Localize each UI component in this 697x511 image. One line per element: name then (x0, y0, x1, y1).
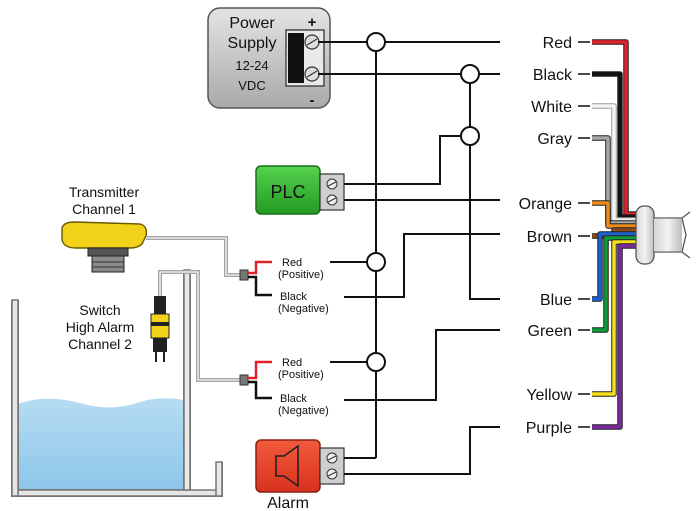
switch-line2: High Alarm (66, 319, 134, 335)
channel2-labels: Red (Positive) Black (Negative) (278, 357, 329, 417)
plus-terminal-label: + (308, 14, 317, 31)
wire-black (592, 72, 640, 219)
alarm-label: Alarm (267, 495, 309, 511)
channel1-leads (248, 260, 272, 297)
wire-purple (592, 244, 640, 429)
ch2-negative-label: (Negative) (278, 405, 329, 417)
cable-gland (635, 205, 691, 265)
plc: PLC (255, 165, 345, 215)
sensor-cables-inner (146, 237, 242, 381)
power-supply-line1: Power (229, 15, 275, 32)
ch2-positive-label: (Positive) (278, 369, 324, 381)
ch1-red-label: Red (282, 257, 302, 269)
power-supply-line2: Supply (228, 35, 277, 52)
ch1-negative-label: (Negative) (278, 303, 329, 315)
junction-icon (460, 64, 480, 84)
junction-icon (460, 126, 480, 146)
switch-line1: Switch (79, 302, 120, 318)
level-switch: Switch High Alarm Channel 2 (66, 296, 170, 362)
wire-label-yellow: Yellow (526, 387, 572, 404)
wire-blue (592, 232, 640, 301)
transmitter-body (61, 221, 148, 249)
wire-white (592, 104, 640, 222)
ch1-positive-label: (Positive) (278, 269, 324, 281)
wire-label-white: White (531, 99, 572, 116)
cable-bundle (592, 39, 640, 430)
transmitter: Transmitter Channel 1 (61, 184, 148, 273)
wire-label-black: Black (533, 67, 573, 84)
junction-icon (366, 32, 386, 52)
circuit-wires (318, 41, 500, 475)
switch-line3: Channel 2 (68, 336, 132, 352)
transmitter-line1: Transmitter (69, 184, 140, 200)
wire-label-purple: Purple (526, 420, 572, 437)
channel2-leads (248, 360, 272, 400)
ch1-black-label: Black (280, 291, 307, 303)
ch2-red-label: Red (282, 357, 302, 369)
power-supply-unit: VDC (238, 78, 265, 93)
wire-label-blue: Blue (540, 292, 572, 309)
speaker-icon (275, 444, 299, 488)
wire-label-green: Green (528, 323, 572, 340)
channel1-labels: Red (Positive) Black (Negative) (278, 257, 329, 315)
plc-label: PLC (270, 182, 305, 202)
minus-terminal-label: - (310, 92, 315, 109)
wire-label-orange: Orange (519, 196, 572, 213)
junction-icon (366, 352, 386, 372)
power-supply-voltage: 12-24 (235, 58, 268, 73)
wire-green (592, 236, 640, 332)
wire-label-gray: Gray (537, 131, 572, 148)
wire-label-red: Red (543, 35, 572, 52)
transmitter-line2: Channel 1 (72, 201, 136, 217)
power-supply: Power Supply 12-24 VDC + - (207, 7, 331, 109)
wire-labels: RedBlackWhiteGrayOrangeBrownBlueGreenYel… (519, 35, 590, 437)
wire-red (592, 40, 640, 216)
wire-yellow (592, 240, 640, 396)
alarm: Alarm (255, 439, 345, 511)
wire-label-brown: Brown (527, 229, 572, 246)
water (18, 398, 190, 490)
wire-orange (592, 201, 640, 228)
junctions (366, 32, 480, 372)
tank (11, 269, 223, 497)
wire-gray (592, 136, 640, 225)
ch2-black-label: Black (280, 393, 307, 405)
junction-icon (366, 252, 386, 272)
